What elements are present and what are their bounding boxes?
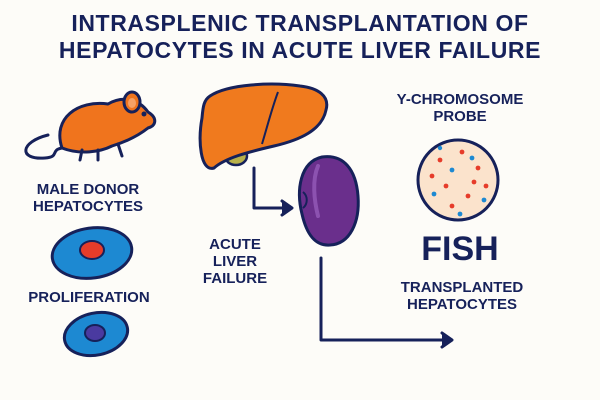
acute-liver-failure-label: ACUTE LIVER FAILURE: [202, 236, 268, 287]
title-line-2: HEPATOCYTES IN ACUTE LIVER FAILURE: [58, 37, 542, 63]
arrow-liver-to-spleen: [252, 166, 294, 217]
donor-label: MALE DONOR HEPATOCYTES: [32, 181, 144, 215]
title-line-1: INTRASPLENIC TRANSPLANTATION OF: [71, 10, 529, 36]
fish-label: FISH: [421, 230, 499, 268]
y-chromosome-probe-label: Y-CHROMOSOME PROBE: [396, 91, 524, 125]
liver-icon: [198, 82, 329, 170]
arrow-spleen-to-fish: [319, 256, 454, 349]
transplanted-hepatocytes-label: TRANSPLANTED HEPATOCYTES: [400, 279, 524, 313]
rat-icon: [24, 90, 157, 162]
spleen-icon: [298, 155, 360, 247]
fish-dish-icon: [416, 138, 500, 222]
proliferation-label: PROLIFERATION: [28, 289, 150, 306]
donor-cell-icon: [50, 226, 134, 280]
proliferating-cell-icon: [62, 310, 130, 358]
